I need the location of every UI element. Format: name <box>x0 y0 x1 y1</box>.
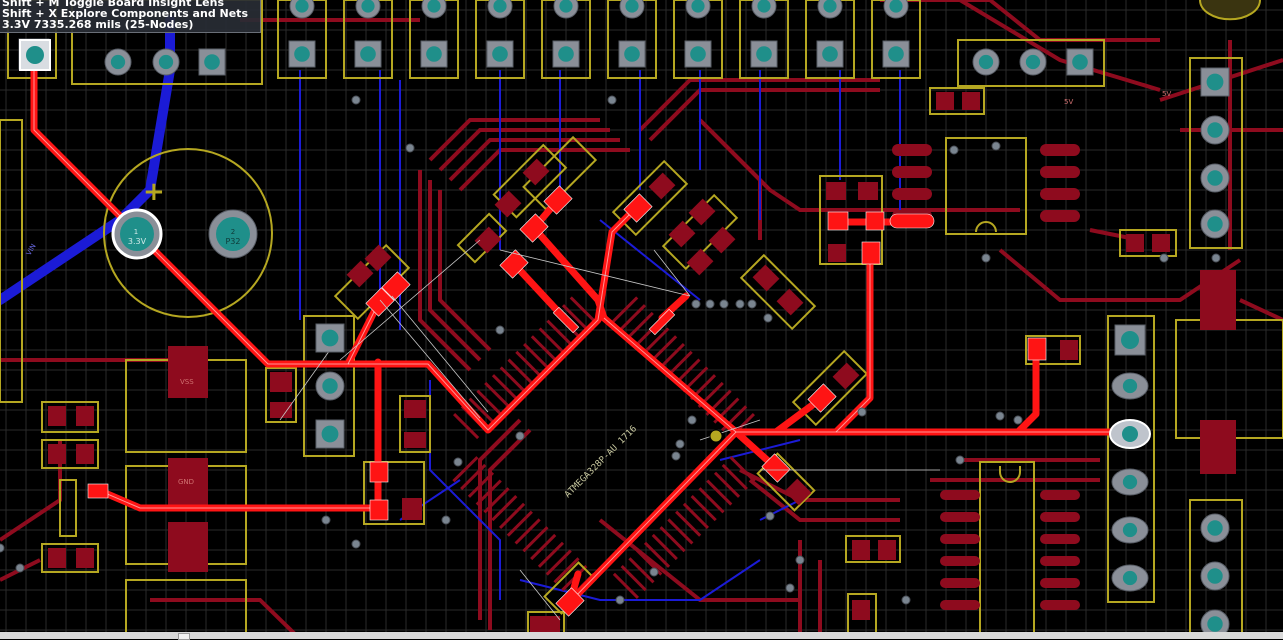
pad2-number: 2 <box>231 228 235 236</box>
ratsnest-lines <box>279 239 940 621</box>
net-3v3-pads[interactable] <box>87 185 1047 617</box>
cap-plus-sign: + <box>143 177 165 207</box>
status-bar <box>0 632 1283 640</box>
pad2-net-label: P32 <box>225 237 240 246</box>
hud-line-toggle-lens: Shift + M Toggle Board Insight Lens <box>2 0 225 9</box>
vias <box>0 95 1221 605</box>
through-hole-pads <box>18 0 1230 639</box>
net-label-vss: VSS <box>180 378 194 386</box>
hud-line-explore: Shift + X Explore Components and Nets <box>2 7 248 20</box>
net-label-gnd: GND <box>178 478 194 486</box>
hud-line-net-info: 3.3V 7335.268 mils (25-Nodes) <box>2 18 194 31</box>
mounting-hole-partial <box>1199 0 1261 21</box>
net-label-5v-a: 5V <box>1162 90 1171 98</box>
pad1-net-label: 3.3V <box>128 237 147 246</box>
board-insight-hud: Shift + M Toggle Board Insight Lens Shif… <box>0 0 261 33</box>
smd-pads-bottom <box>48 92 1236 639</box>
net-label-5v-b: 5V <box>1064 98 1073 106</box>
pad1-number: 1 <box>134 228 138 236</box>
